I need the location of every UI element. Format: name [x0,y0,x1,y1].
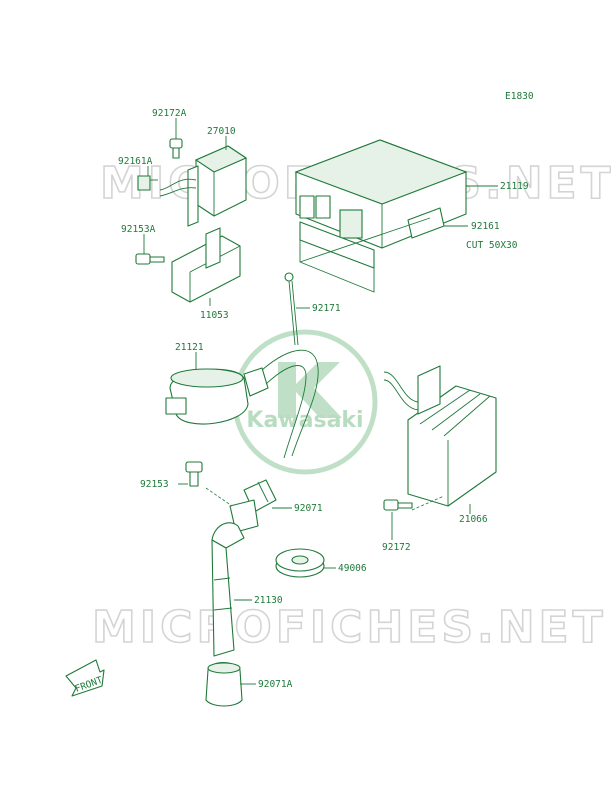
part-number-labels: 92172A 27010 92161A 92153A 11053 21119 9… [118,108,529,690]
part-27010-relay [159,145,248,227]
label-92153A: 92153A [121,224,156,235]
leader-lines [143,118,498,685]
part-21130-plug-lead [211,499,259,657]
kawasaki-logo: Kawasaki [232,329,378,475]
part-92153A-bolt [135,253,165,265]
part-21121-ignition-coil [165,349,319,459]
diagram-code: E1830 [505,91,534,102]
label-92153: 92153 [140,479,169,490]
front-arrow-icon: FRONT [65,659,105,697]
part-21066-regulator [383,365,497,507]
label-21121: 21121 [175,342,204,353]
part-11053-bracket [171,227,241,303]
label-92171: 92171 [312,303,341,314]
part-92172A-bolt [169,138,183,159]
label-21066: 21066 [459,514,488,525]
label-92161A: 92161A [118,156,153,167]
label-11053: 11053 [200,310,229,321]
part-92171-band [284,272,299,346]
part-92153-bolt [185,461,203,487]
label-92071: 92071 [294,503,323,514]
label-21130: 21130 [254,595,283,606]
part-92071A-cap [205,661,243,707]
label-92172: 92172 [382,542,411,553]
label-21119: 21119 [500,181,529,192]
watermark-bottom: MICROFICHES.NET [92,602,607,653]
label-27010: 27010 [207,126,236,137]
label-92071A: 92071A [258,679,293,690]
part-92161A-clip [137,175,158,191]
label-92172A: 92172A [152,108,187,119]
label-92161: 92161 [471,221,500,232]
label-49006: 49006 [338,563,367,574]
part-49006-grommet [275,548,325,578]
cut-note: CUT 50X30 [466,240,518,251]
part-92172-bolt [383,499,413,511]
